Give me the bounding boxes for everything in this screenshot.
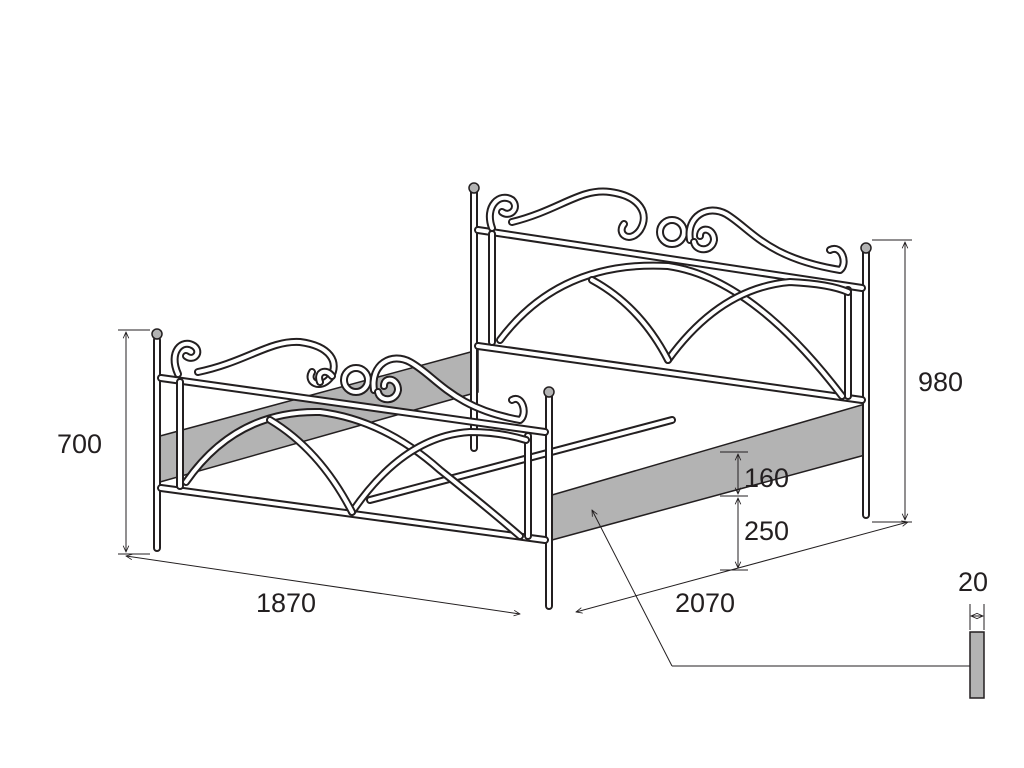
label-footboard-height: 700 [57,429,102,459]
label-width: 1870 [256,588,316,618]
profile-section [969,604,985,699]
label-profile-thickness: 20 [958,567,988,597]
center-slat [366,416,676,504]
dim-length [576,522,908,612]
label-length: 2070 [675,588,735,618]
headboard [468,182,872,519]
footboard [151,328,555,610]
label-headboard-height: 980 [918,367,963,397]
dim-frame-height [720,451,748,571]
dim-headboard-height [872,239,912,523]
leader-profile [592,510,970,667]
label-frame-height: 160 [744,463,789,493]
label-clearance: 250 [744,516,789,546]
dim-footboard-height [118,329,150,555]
side-frame-right [551,403,866,541]
dim-width [126,556,520,614]
